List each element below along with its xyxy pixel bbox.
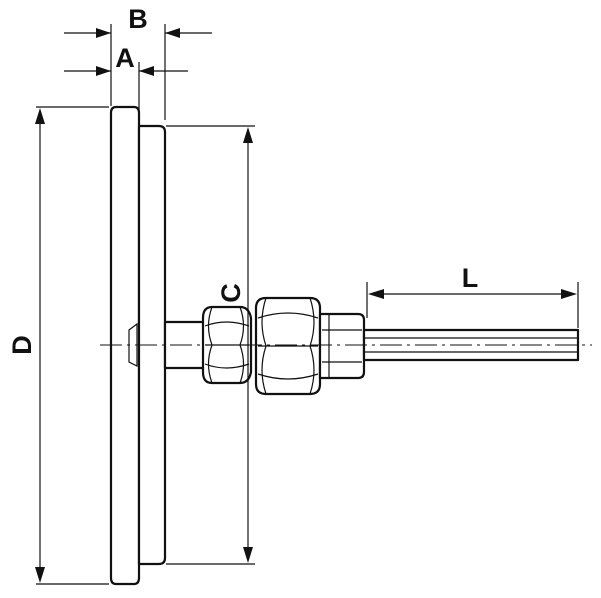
dimension-c: C — [166, 125, 255, 565]
hex-fitting — [254, 296, 322, 396]
dimension-d: D — [7, 106, 109, 585]
gauge-case-tab — [128, 322, 138, 367]
gauge-body — [109, 105, 167, 586]
dimension-label-a: A — [115, 43, 135, 73]
dimension-b: B — [64, 4, 212, 120]
dimension-label-d: D — [7, 335, 37, 355]
dimension-label-b: B — [128, 4, 148, 34]
dimension-l: L — [366, 263, 579, 328]
dimension-label-c: C — [216, 283, 246, 303]
threaded-connector — [318, 312, 366, 380]
dimension-a: A — [64, 43, 188, 112]
dimension-label-l: L — [462, 263, 479, 293]
